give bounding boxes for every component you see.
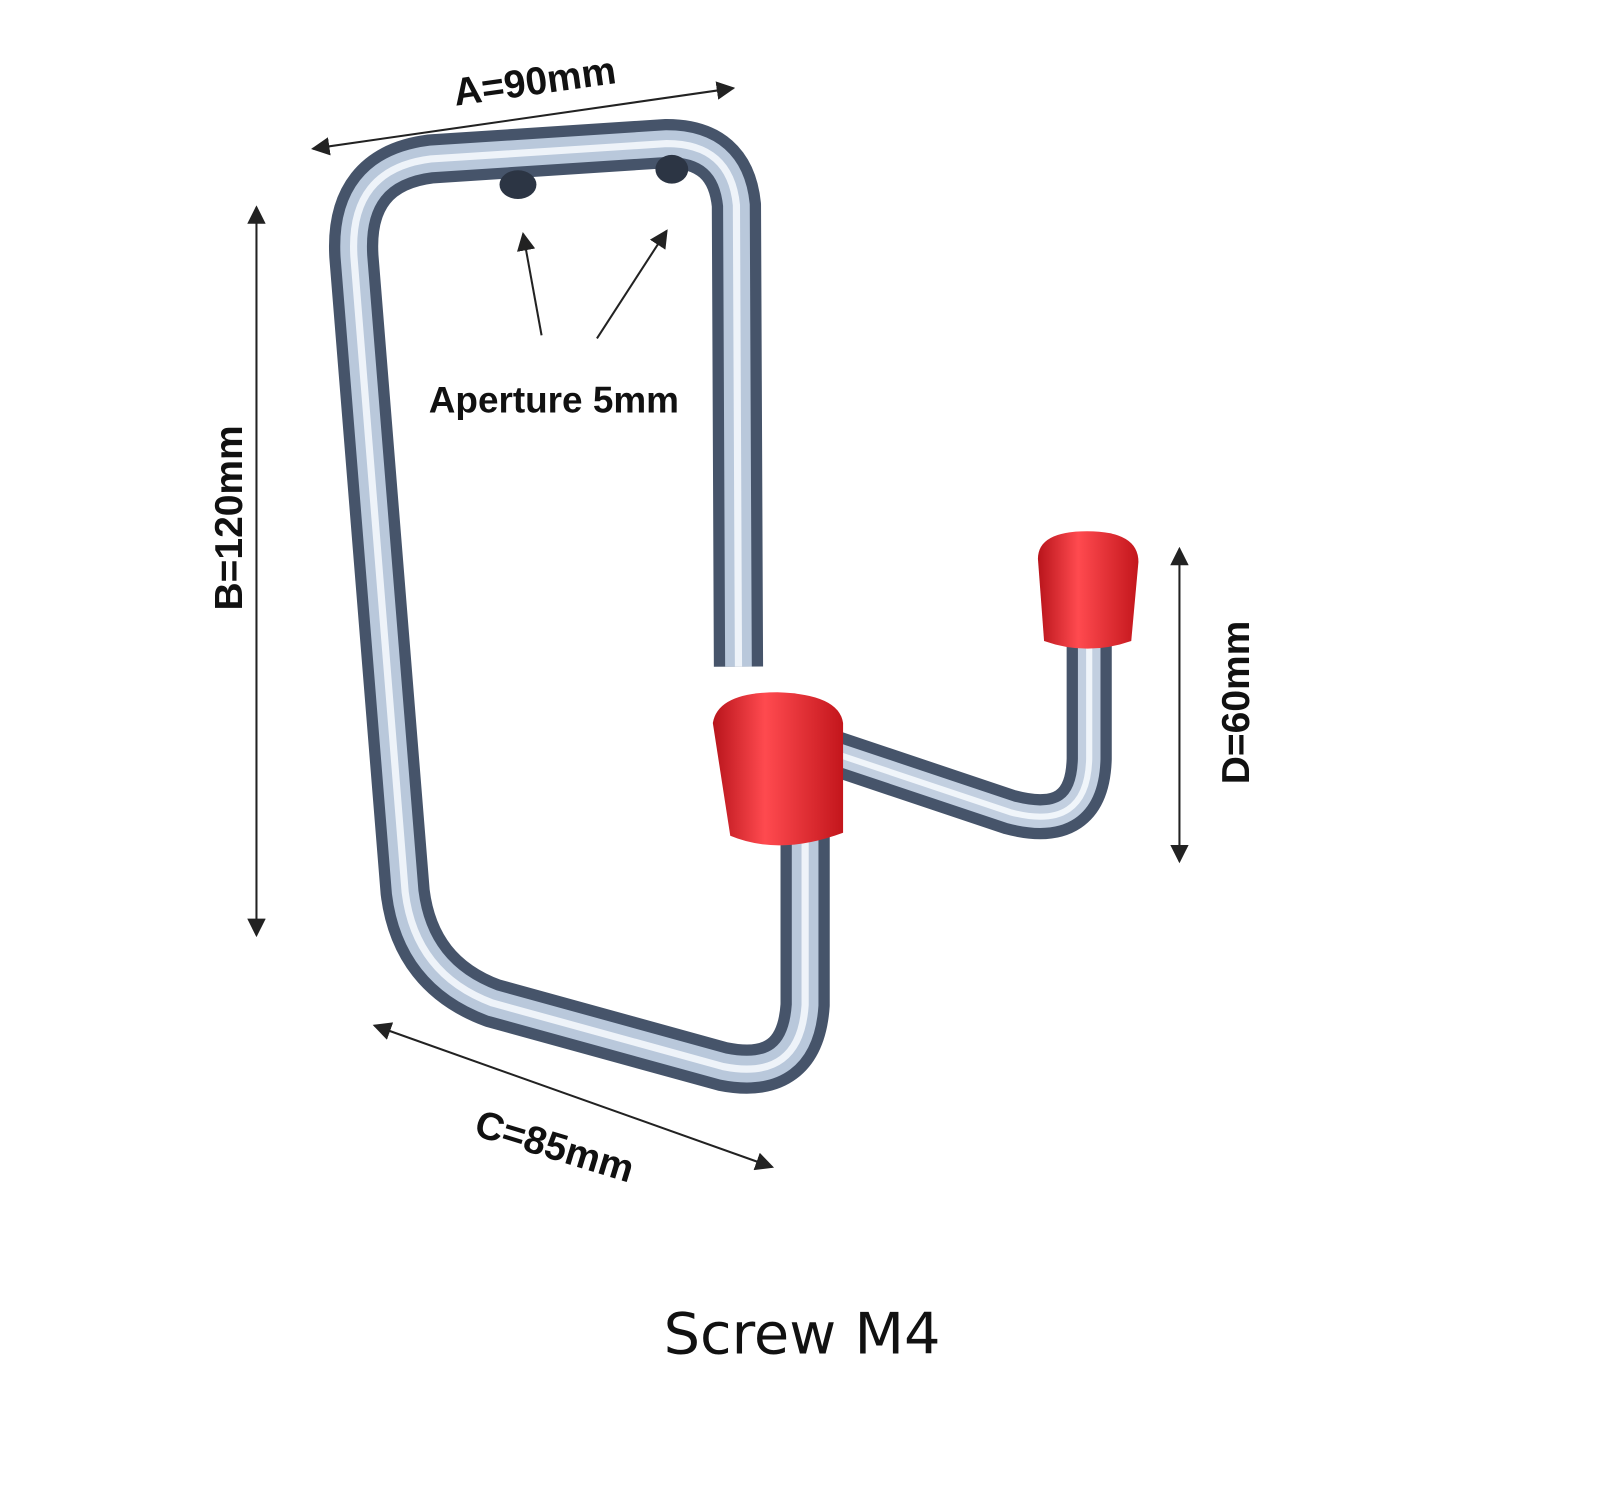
- red-cap-upper: [1037, 531, 1139, 649]
- aperture-label: Aperture 5mm: [429, 379, 679, 420]
- dimension-d-label: D=60mm: [1215, 621, 1258, 785]
- hook-image: [329, 118, 1139, 1094]
- dimension-a-label: A=90mm: [451, 49, 619, 114]
- screw-hole-left: [499, 170, 537, 199]
- dimension-b-label: B=120mm: [208, 425, 251, 610]
- caption-screw: Screw M4: [664, 1301, 941, 1368]
- arrow-aperture-right: [596, 229, 668, 339]
- arrow-c: [372, 1022, 775, 1171]
- arrow-aperture-left: [516, 232, 543, 336]
- dimension-c-label: C=85mm: [470, 1102, 639, 1191]
- screw-hole-right: [655, 154, 689, 184]
- red-cap-lower: [712, 692, 844, 846]
- arrow-a: [311, 81, 736, 156]
